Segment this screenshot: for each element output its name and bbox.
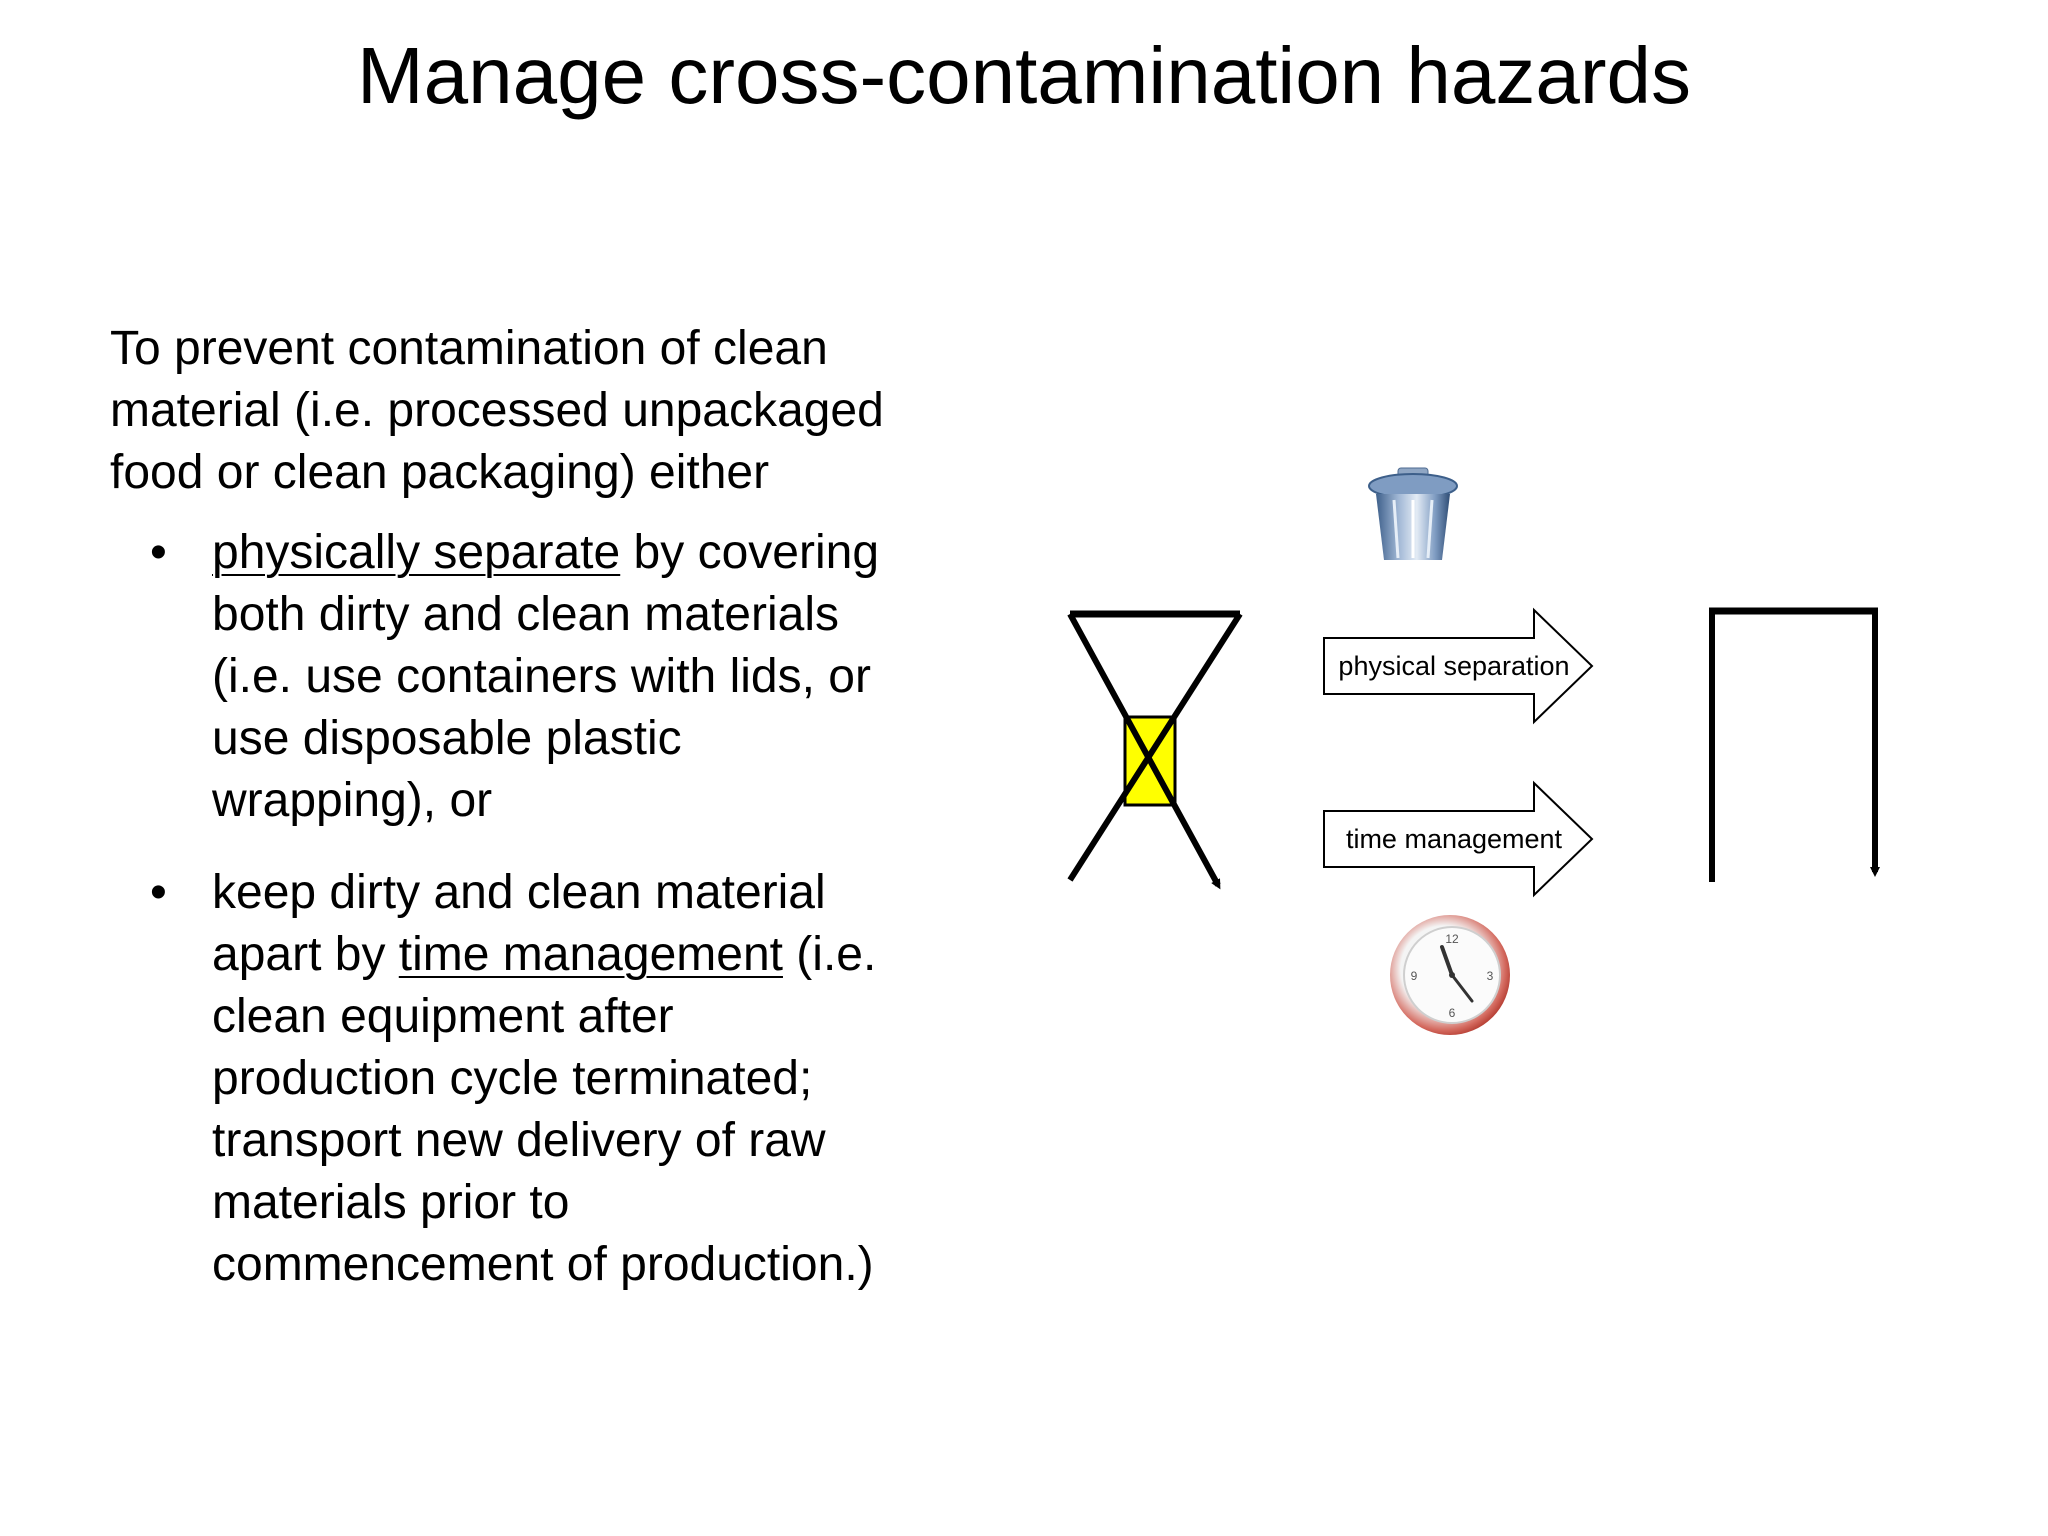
arrow-label-time-management: time management	[1346, 824, 1563, 854]
bullet-line: physically separate by covering	[212, 522, 970, 584]
separated-flow-icon	[1709, 607, 1880, 882]
bullet-line: keep dirty and clean material	[212, 866, 826, 919]
clock-numeral: 3	[1487, 969, 1494, 983]
trash-can-icon	[1368, 467, 1458, 560]
bullet-glyph: •	[150, 526, 167, 579]
bullet-line: use disposable plastic	[212, 712, 682, 765]
bullet-line: production cycle terminated;	[212, 1052, 813, 1105]
bullet-physical-separation: • physically separate by covering both d…	[110, 522, 970, 832]
clock-numeral: 9	[1411, 969, 1418, 983]
bullet-line: transport new delivery of raw	[212, 1114, 826, 1167]
slide-title: Manage cross-contamination hazards	[356, 31, 1692, 120]
intro-line: To prevent contamination of clean	[110, 322, 828, 375]
bullet-text: (i.e.	[782, 928, 877, 981]
bullet-list: • physically separate by covering both d…	[110, 522, 970, 1296]
intro-paragraph: To prevent contamination of clean materi…	[110, 318, 970, 504]
separation-diagram: physical separation time management 12 3…	[1040, 450, 1940, 1070]
bullet-text: apart by	[212, 928, 399, 981]
time-management-underlined: time management	[398, 928, 783, 981]
clock-numeral: 6	[1449, 1006, 1456, 1020]
clock-icon: 12 3 6 9	[1390, 915, 1510, 1035]
bullet-line: apart by time management (i.e.	[212, 924, 970, 986]
bullet-glyph: •	[150, 866, 167, 919]
bullet-line: materials prior to	[212, 1176, 570, 1229]
bullet-line: commencement of production.)	[212, 1238, 874, 1291]
crossed-flow-icon	[1067, 610, 1243, 890]
bullet-line: wrapping), or	[212, 774, 493, 827]
intro-line: food or clean packaging) either	[110, 446, 770, 499]
clock-numeral: 12	[1445, 932, 1459, 946]
bullet-line: both dirty and clean materials	[212, 588, 839, 641]
bullet-line: clean equipment after	[212, 990, 674, 1043]
intro-line: material (i.e. processed unpackaged	[110, 384, 884, 437]
bullet-time-management: • keep dirty and clean material apart by…	[110, 862, 970, 1296]
bullet-line: (i.e. use containers with lids, or	[212, 650, 871, 703]
body-text: To prevent contamination of clean materi…	[110, 318, 970, 1326]
bullet-text: by covering	[620, 526, 880, 579]
physically-separate-underlined: physically separate	[212, 526, 621, 579]
diagram-svg: physical separation time management 12 3…	[1067, 467, 1880, 1035]
time-management-arrow: time management	[1323, 780, 1594, 898]
arrow-label-physical-separation: physical separation	[1338, 651, 1569, 681]
physical-separation-arrow: physical separation	[1323, 607, 1594, 725]
